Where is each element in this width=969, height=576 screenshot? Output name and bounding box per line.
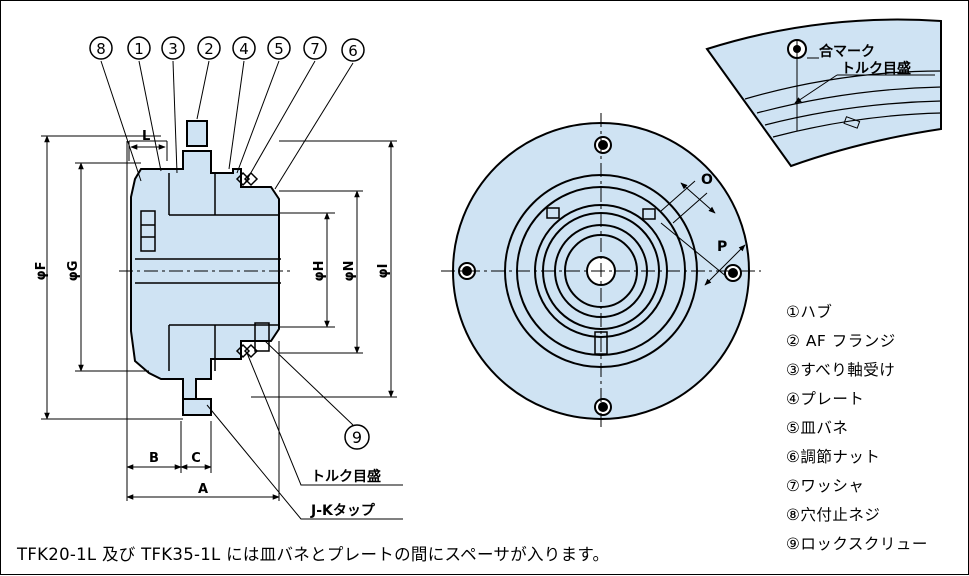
dim-I: φI: [376, 263, 391, 278]
svg-text:4: 4: [239, 40, 249, 58]
svg-text:3: 3: [168, 40, 178, 58]
dim-O: O: [701, 172, 713, 188]
legend-item-af-flange: ② AF フランジ: [786, 332, 896, 350]
callouts: 8 1 3 2 4 5 7 6 9: [89, 36, 370, 450]
svg-text:5: 5: [274, 40, 284, 58]
hub-section: [130, 150, 280, 400]
callout-3: 3: [161, 36, 185, 60]
callout-2: 2: [197, 36, 221, 60]
callout-6: 6: [341, 38, 365, 62]
callout-4: 4: [232, 36, 256, 60]
svg-text:9: 9: [352, 428, 362, 447]
dim-C: C: [191, 451, 201, 466]
af-flange-top: [186, 120, 208, 147]
legend-item-hub: ①ハブ: [786, 303, 833, 321]
legend-item-disc-spring: ⑤皿バネ: [786, 419, 849, 437]
section-dimensions: [41, 60, 403, 520]
legend-item-washer: ⑦ワッシャ: [786, 477, 865, 495]
dim-A: A: [198, 482, 208, 497]
footnote: TFK20-1L 及び TFK35-1L には皿バネとプレートの間にスペーサが入…: [17, 545, 610, 564]
callout-9: 9: [344, 424, 370, 450]
legend-item-adjust-nut: ⑥調節ナット: [786, 448, 881, 466]
match-mark-label: 合マーク: [819, 43, 875, 60]
svg-text:6: 6: [348, 42, 358, 60]
section-details: [119, 171, 293, 371]
af-flange-bottom: [182, 398, 212, 416]
callout-1: 1: [127, 36, 151, 60]
legend-item-set-screw: ⑧穴付止ネジ: [786, 506, 881, 524]
dimension-labels: L φF φG φH φN φI B C A: [34, 129, 391, 497]
dim-P: P: [717, 239, 727, 255]
callout-8: 8: [89, 36, 113, 60]
svg-text:1: 1: [134, 40, 144, 58]
section-view: [130, 120, 280, 416]
legend-item-bearing: ③すべり軸受け: [786, 361, 896, 379]
svg-text:7: 7: [310, 40, 320, 58]
callout-5: 5: [267, 36, 291, 60]
svg-text:8: 8: [96, 40, 106, 58]
dim-F: φF: [34, 261, 49, 280]
dim-N: φN: [342, 260, 357, 281]
detail-view: 合マーク トルク目盛: [705, 18, 942, 168]
legend-item-plate: ④プレート: [786, 390, 865, 408]
legend-item-lock-screw: ⑨ロックスクリュー: [786, 535, 928, 553]
parts-legend: ①ハブ ② AF フランジ ③すべり軸受け ④プレート ⑤皿バネ ⑥調節ナット …: [786, 298, 968, 559]
dim-H: φH: [312, 260, 327, 281]
torque-scale-detail-label: トルク目盛: [841, 60, 911, 77]
dim-B: B: [149, 451, 159, 466]
dim-G: φG: [66, 261, 81, 282]
jk-tap-label: J-Kタップ: [310, 503, 376, 519]
front-view: O P: [441, 113, 761, 431]
torque-scale-label: トルク目盛: [311, 468, 381, 485]
svg-text:2: 2: [204, 40, 214, 58]
dim-L: L: [142, 129, 150, 144]
callout-7: 7: [303, 36, 327, 60]
